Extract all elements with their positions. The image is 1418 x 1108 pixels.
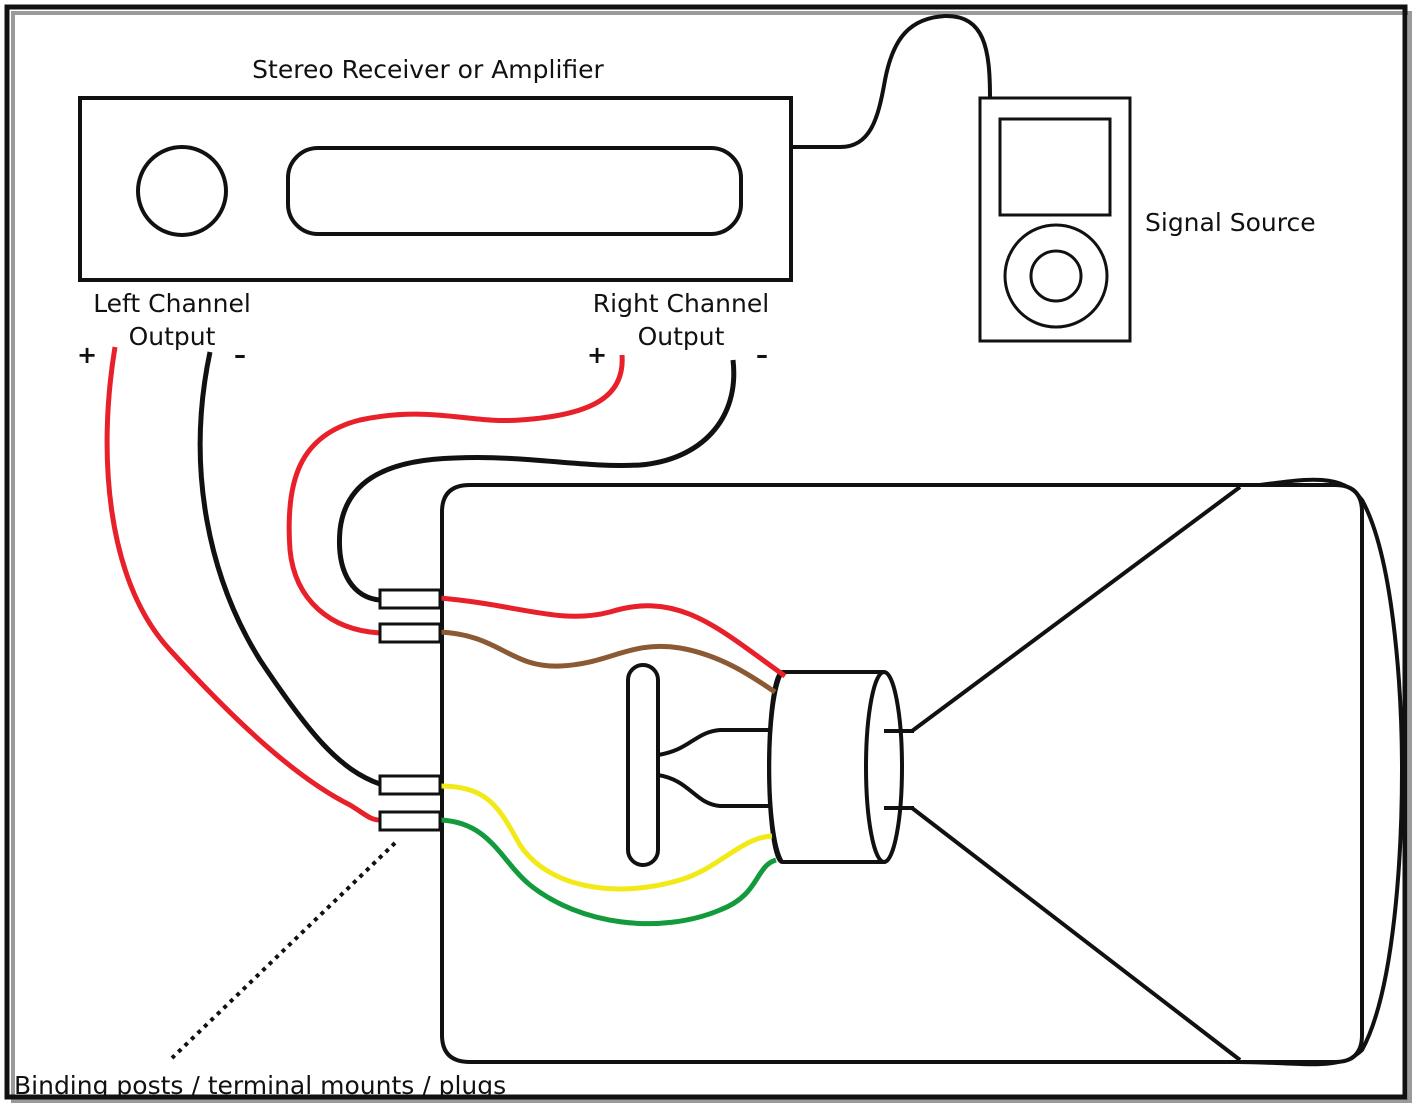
cone-lower-edge [910, 806, 1242, 1062]
left-positive-cable [104, 346, 381, 823]
player-screen [998, 117, 1112, 217]
right-positive-cable [286, 354, 625, 636]
capacitor-lead-top [657, 728, 782, 757]
speaker [440, 477, 1405, 1067]
frame-shadow [11, 11, 1412, 1103]
internal-wire-red [439, 595, 787, 679]
driver-front-ring [864, 670, 904, 864]
signal-source-device [978, 96, 1132, 343]
right-output-label: Output [638, 322, 725, 351]
right-channel-label: Right Channel [593, 289, 769, 318]
internal-wire-yellow [439, 783, 773, 892]
driver-back-arc [767, 670, 784, 864]
frame-border [4, 4, 1408, 1100]
left-negative-cable [197, 351, 381, 787]
right-negative-cable [336, 359, 737, 603]
left-output-label: Output [129, 322, 216, 351]
capacitor-lead-bottom [657, 773, 782, 808]
binding-post-left-negative [378, 774, 442, 796]
center-button [1029, 249, 1083, 303]
binding-post-left-positive [378, 810, 442, 832]
display-panel [286, 146, 743, 236]
cone-upper-edge [910, 485, 1242, 733]
binding-posts-label: Binding posts / terminal mounts / plugs [14, 1071, 506, 1100]
receiver-body [78, 96, 793, 282]
internal-wire-brown [439, 629, 777, 695]
binding-posts [378, 588, 442, 832]
click-wheel [1003, 223, 1109, 329]
receiver-label: Stereo Receiver or Amplifier [252, 55, 604, 84]
right-minus-sign: – [756, 341, 768, 369]
right-plus-sign: + [587, 341, 607, 369]
left-minus-sign: – [234, 341, 246, 369]
left-channel-label: Left Channel [93, 289, 251, 318]
binding-post-right-negative [378, 588, 442, 610]
volume-knob [136, 145, 228, 237]
stereo-receiver [78, 96, 793, 282]
crossover-capacitor [626, 663, 660, 867]
player-body [978, 96, 1132, 343]
driver-body-mask [782, 672, 884, 862]
binding-post-right-positive [378, 622, 442, 644]
posts-callout-leader [170, 841, 397, 1060]
internal-wire-green [439, 817, 777, 927]
source-cable [791, 13, 992, 149]
left-plus-sign: + [77, 341, 97, 369]
signal-source-label: Signal Source [1145, 208, 1316, 237]
